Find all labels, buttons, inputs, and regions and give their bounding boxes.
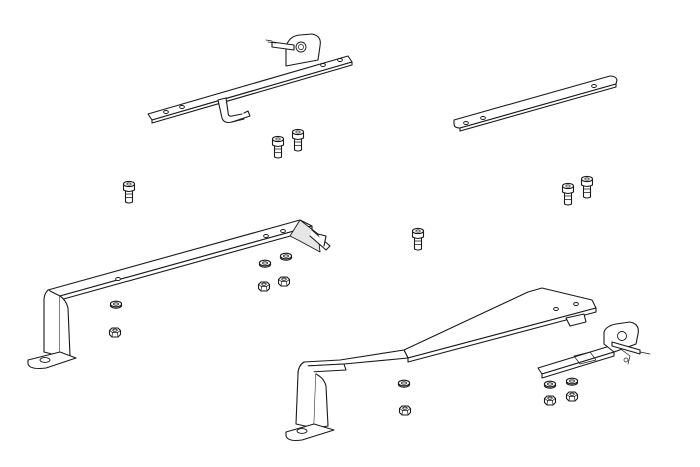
bolts xyxy=(122,128,594,251)
nuts xyxy=(108,276,579,416)
rear-right-strap xyxy=(453,75,618,132)
rear-left-bracket xyxy=(147,33,353,124)
front-left-rail xyxy=(27,219,331,370)
front-right-rail xyxy=(285,287,651,442)
